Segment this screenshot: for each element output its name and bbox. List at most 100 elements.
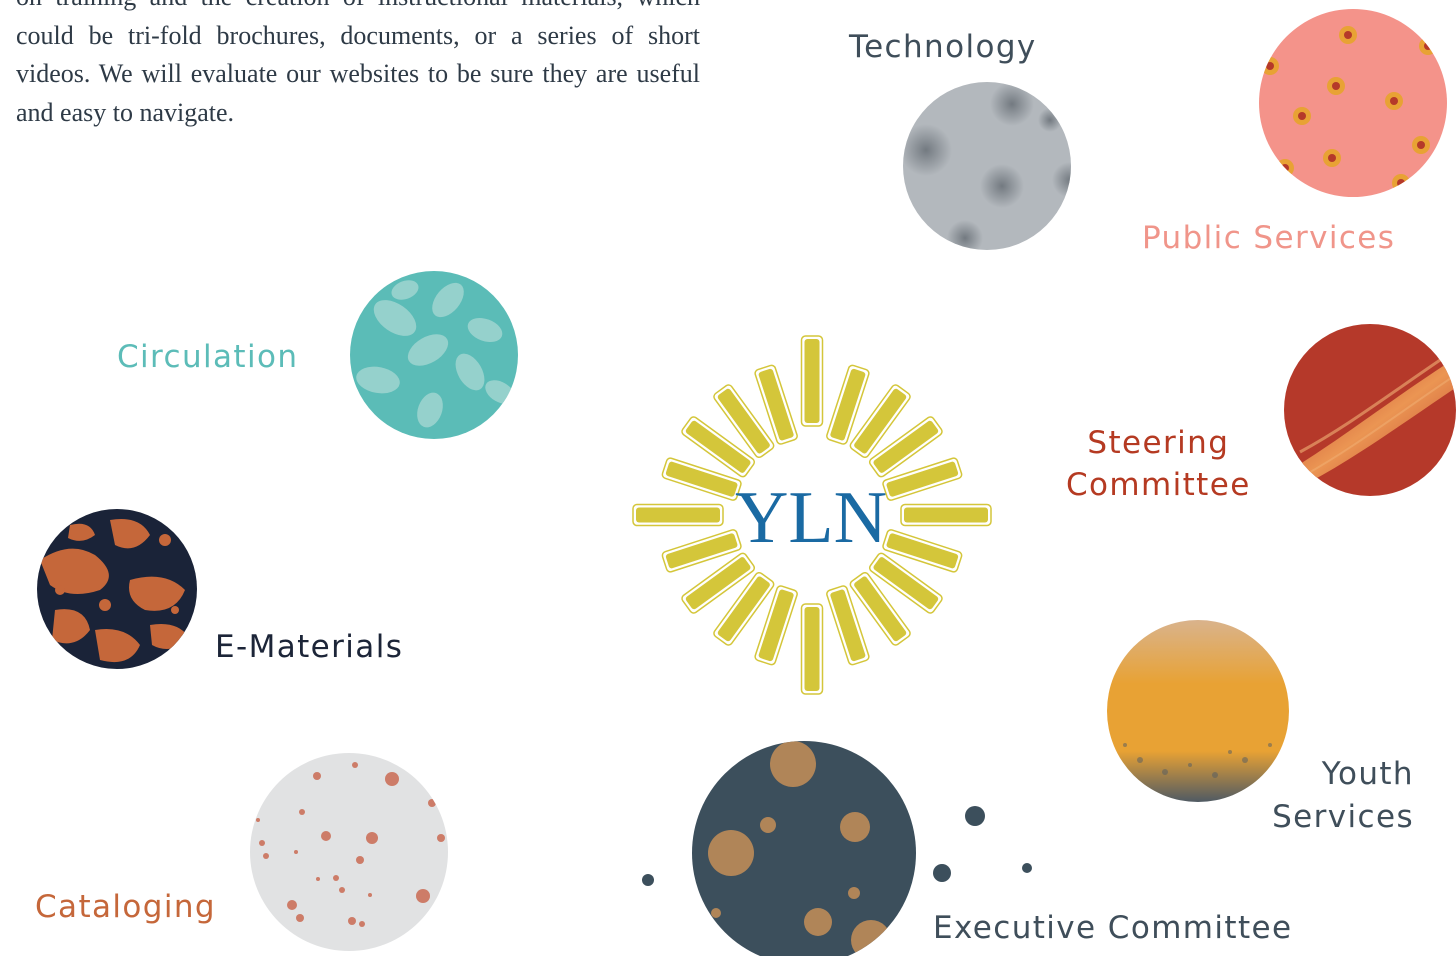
sun-ray-bar [904,507,988,523]
youth-services-planet [1107,620,1289,802]
circulation-label-line: Circulation [117,339,299,375]
sun-ray-bar [717,388,770,454]
public-services-planet [1259,9,1447,197]
circulation-planet-leaves [356,280,515,428]
sun-ray-bar [830,368,866,441]
sun-ray-outline [632,503,724,527]
executive-planet-body [692,741,916,956]
e-materials-label: E-Materials [215,628,403,667]
e-materials-planet-texture [40,519,190,663]
intro-paragraph: on training and the creation of instruct… [16,0,700,132]
sun-ray-outline [882,529,963,573]
technology-label-line: Technology [849,29,1037,65]
sun-ray-bar [854,388,907,454]
sun-ray [713,384,775,459]
sun-ray-bar [758,589,794,662]
public-services-label-line: Public Services [1142,220,1396,256]
yln-logo-text: YLN [735,477,887,559]
cataloging-planet-spots [256,762,445,927]
sun-ray [826,585,870,666]
executive-moons [642,806,1032,886]
sun-ray [681,416,756,478]
sun-ray [868,552,943,614]
sun-ray-bar [886,461,959,497]
cataloging-planet-body [250,753,448,951]
sun-ray-outline [681,552,756,614]
sun-ray-outline [849,571,911,646]
sun-ray [800,335,824,427]
sun-ray-outline [826,585,870,666]
sun-ray-outline [754,364,798,445]
steering-planet [1284,324,1456,496]
intro-line: on training and the creation of instruct… [16,0,623,11]
youth-services-planet-speckle [1123,743,1272,778]
sun-ray [661,457,742,501]
sun-ray [900,503,992,527]
executive-planet [692,741,916,956]
sun-ray-outline [849,384,911,459]
public-services-label: Public Services [1142,219,1395,258]
cataloging-label-line: Cataloging [35,889,216,925]
sun-ray-bar [886,533,959,569]
sun-ray-outline [661,457,742,501]
sun-ray-bar [685,557,751,610]
technology-label: Technology [849,28,1037,67]
yln-sun-logo: YLN [632,335,992,695]
sun-ray-outline [754,585,798,666]
sun-ray-outline [800,603,824,695]
technology-planet-body [903,82,1071,250]
moon-dot [642,874,654,886]
cataloging-label: Cataloging [35,888,216,927]
sun-ray [713,571,775,646]
sun-ray-outline [900,503,992,527]
sun-ray-bar [804,339,820,423]
sun-ray-outline [882,457,963,501]
steering-committee-label: Steering Committee [1066,422,1251,506]
sun-ray-bar [830,589,866,662]
circulation-planet [350,271,518,439]
moon-dot [1022,863,1032,873]
sun-ray-bar [758,368,794,441]
sun-ray-bar [665,533,738,569]
sun-ray-outline [681,416,756,478]
sun-ray [681,552,756,614]
moon-dot [933,864,951,882]
sun-ray-bar [665,461,738,497]
public-services-planet-body [1259,9,1447,197]
sun-ray-outline [800,335,824,427]
sun-ray [882,457,963,501]
executive-committee-label-line: Executive Committee [933,910,1293,946]
sun-ray-outline [713,571,775,646]
sun-ray [754,364,798,445]
sun-ray [849,571,911,646]
sun-ray [632,503,724,527]
steering-committee-label-line: Steering [1087,425,1230,461]
sun-ray [849,384,911,459]
sun-ray-outline [713,384,775,459]
sun-ray-bar [873,420,939,473]
sun-ray-bar [636,507,720,523]
sun-ray-bar [717,576,770,642]
sun-ray-outline [868,416,943,478]
youth-services-planet-body [1107,620,1289,802]
youth-services-label-line: Services [1272,799,1414,835]
sun-ray-bar [873,557,939,610]
sun-ray-outline [661,529,742,573]
circulation-label: Circulation [117,338,298,377]
technology-planet [903,82,1071,250]
moon-dot [965,806,985,826]
sun-ray-outline [868,552,943,614]
youth-services-label: Youth Services [1272,753,1414,839]
youth-services-label-line: Youth [1321,756,1414,792]
sun-ray-bar [854,576,907,642]
intro-line: they are useful and easy to navigate. [16,59,700,127]
steering-planet-streak [1290,348,1456,488]
sun-ray [661,529,742,573]
cataloging-planet [250,753,448,951]
sun-ray-bar [685,420,751,473]
intro-line: of short videos. We will evaluate our we… [16,20,700,89]
sun-rays [632,335,992,695]
sun-ray [882,529,963,573]
steering-committee-label-line: Committee [1066,467,1251,503]
